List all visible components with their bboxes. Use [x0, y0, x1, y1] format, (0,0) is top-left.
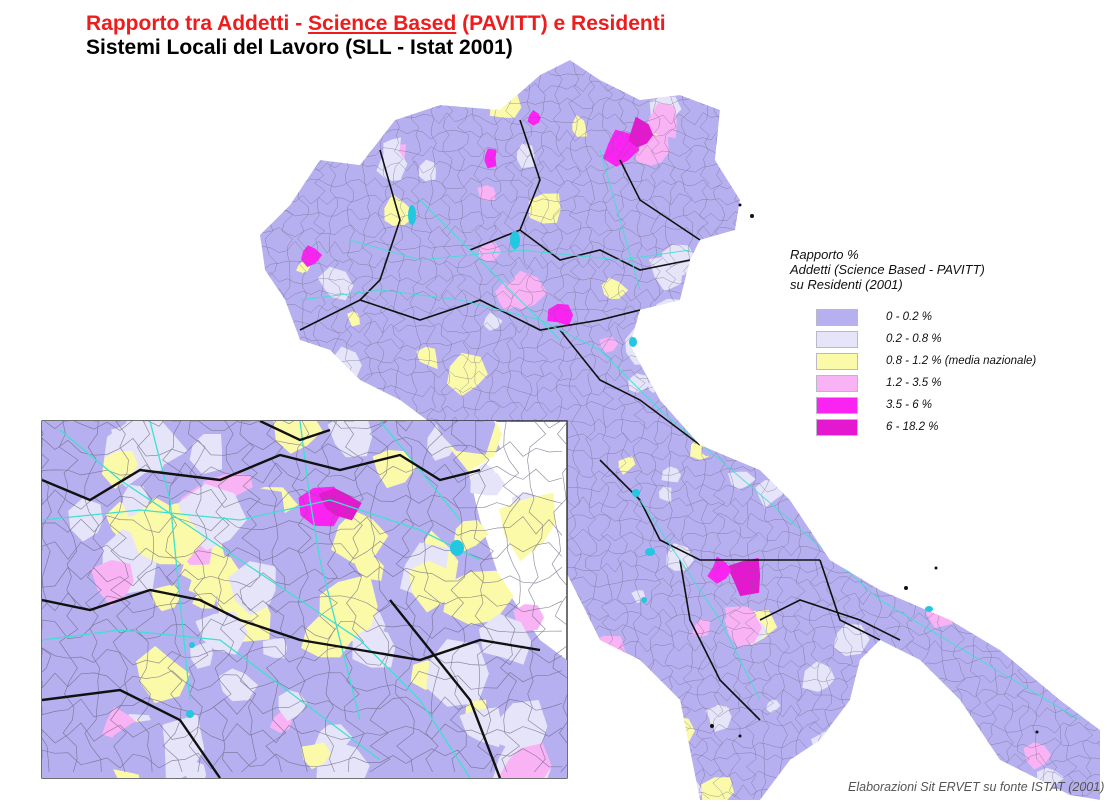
legend-label: 0.2 - 0.8 % [886, 333, 942, 345]
map-area [183, 760, 207, 778]
map-area [661, 466, 681, 483]
legend-item: 1.2 - 3.5 % [816, 372, 1036, 394]
map-area [1023, 742, 1051, 770]
legend-item: 3.5 - 6 % [816, 394, 1036, 416]
title-prefix: Rapporto tra Addetti - [86, 12, 309, 35]
map-area [766, 700, 781, 714]
map-area [301, 245, 323, 268]
map-area [352, 627, 396, 668]
map-area [90, 559, 134, 607]
map-area [426, 639, 489, 707]
map-area [327, 421, 373, 458]
map-area [218, 668, 258, 702]
map-area [833, 624, 870, 656]
title-block: Rapporto tra Addetti - Science Based (PA… [86, 12, 666, 60]
map-area [483, 312, 503, 331]
map-area [408, 560, 452, 613]
map-area [628, 116, 654, 148]
map-area [601, 277, 629, 299]
legend-item: 0.2 - 0.8 % [816, 328, 1036, 350]
map-area [189, 434, 222, 475]
islands [710, 203, 1039, 738]
legend-swatch [816, 352, 858, 370]
map-area [317, 266, 354, 301]
title-underlined: Science Based [308, 12, 457, 35]
map-area [69, 704, 117, 754]
map-area [802, 661, 835, 692]
lakes [408, 205, 933, 612]
legend-title-line: Rapporto % [790, 247, 859, 262]
map-area [478, 242, 502, 261]
legend-label: 0.8 - 1.2 % (media nazionale) [886, 355, 1037, 367]
map-area [416, 346, 438, 370]
map-area [273, 421, 323, 454]
legend-title-line: su Residenti (2001) [790, 277, 903, 292]
map-area [331, 510, 389, 564]
map-area [727, 557, 761, 597]
map-area [637, 620, 667, 650]
map-area [618, 456, 636, 475]
map-area [499, 492, 556, 562]
map-area [527, 110, 541, 126]
map-area [262, 638, 287, 659]
legend-item: 6 - 18.2 % [816, 416, 1036, 438]
map-title: Rapporto tra Addetti - Science Based (PA… [86, 12, 666, 36]
legend-swatch [816, 396, 858, 414]
map-area [136, 646, 190, 703]
legend-label: 6 - 18.2 % [886, 421, 939, 433]
legend-label: 0 - 0.2 % [886, 311, 933, 323]
legend-item: 0.8 - 1.2 % (media nazionale) [816, 350, 1036, 372]
legend-title: Rapporto % Addetti (Science Based - PAVI… [790, 247, 1036, 292]
legend-swatch [816, 374, 858, 392]
legend-label: 1.2 - 3.5 % [886, 377, 942, 389]
legend-swatch [816, 308, 858, 326]
map-area [351, 552, 384, 581]
legend: Rapporto % Addetti (Science Based - PAVI… [790, 247, 1036, 438]
map-area [470, 472, 505, 496]
title-suffix: (PAVITT) e Residenti [456, 12, 666, 35]
map-area [68, 498, 103, 542]
map-area [701, 777, 734, 800]
map-area [318, 488, 362, 521]
map-area [728, 471, 756, 490]
map-area [644, 103, 677, 139]
map-area [347, 311, 360, 327]
legend-item: 0 - 0.2 % [816, 306, 1036, 328]
legend-swatch [816, 418, 858, 436]
map-area [599, 337, 618, 353]
legend-swatch [816, 330, 858, 348]
map-area [301, 742, 332, 770]
map-area [443, 570, 514, 625]
legend-title-line: Addetti (Science Based - PAVITT) [790, 262, 985, 277]
inset-map [41, 420, 568, 779]
map-area [101, 450, 138, 489]
map-area [427, 426, 458, 461]
map-area [497, 743, 552, 778]
credit: Elaborazioni Sit ERVET su fonte ISTAT (2… [848, 780, 1105, 794]
legend-label: 3.5 - 6 % [886, 399, 933, 411]
legend-items: 0 - 0.2 % 0.2 - 0.8 % 0.8 - 1.2 % (media n… [816, 306, 1036, 438]
map-area [434, 421, 496, 455]
map-area [547, 303, 574, 327]
map-subtitle: Sistemi Locali del Lavoro (SLL - Istat 2… [86, 36, 513, 59]
